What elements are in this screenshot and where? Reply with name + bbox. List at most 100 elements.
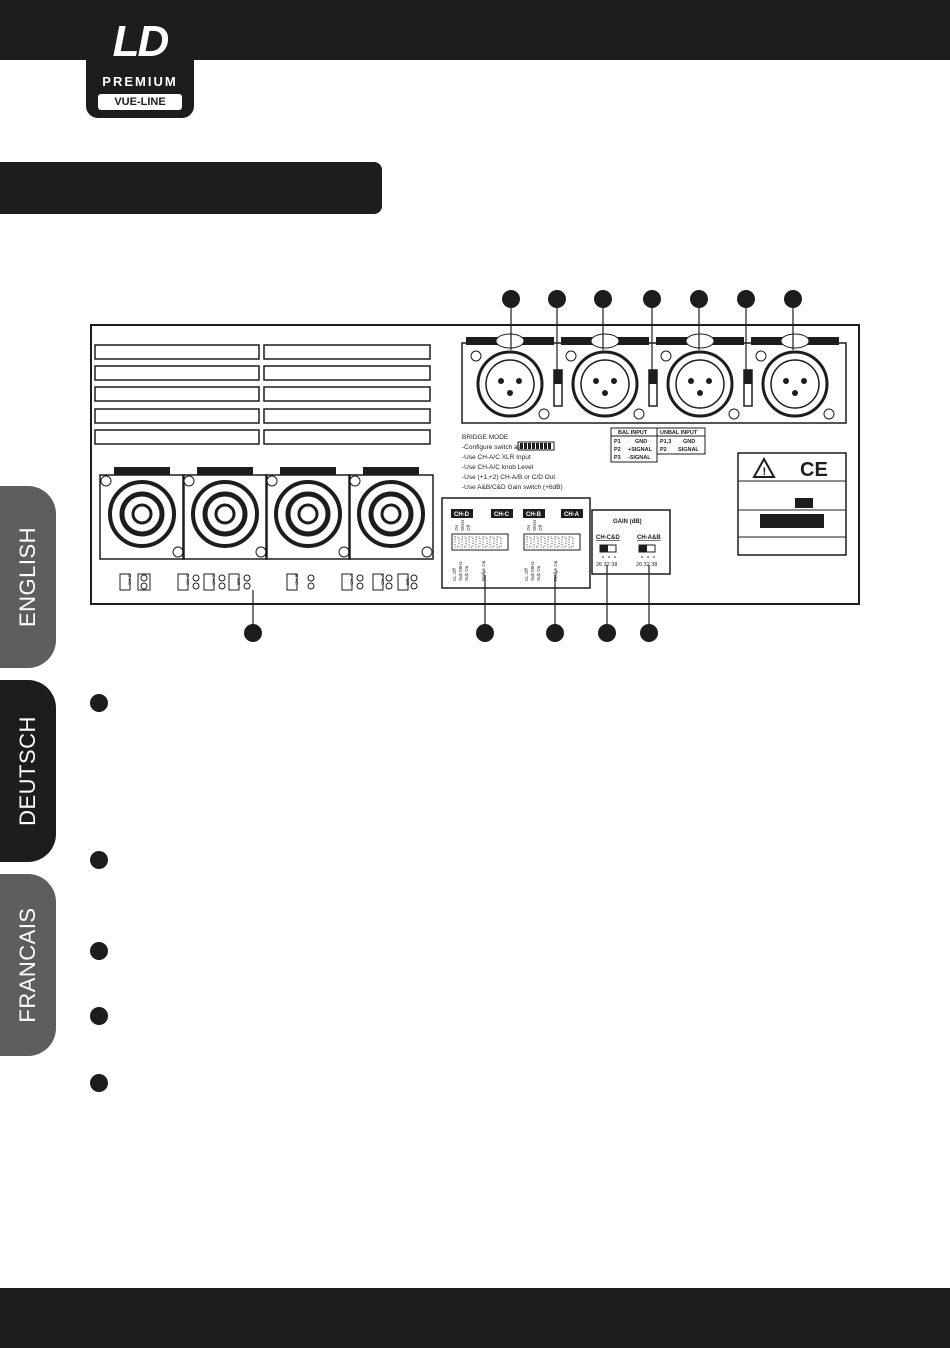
link-switch-3 [743,369,753,407]
bridge-mode-title: BRIDGE MODE [462,434,509,441]
dip-label-ch-d: CH-D [454,512,470,518]
unbal-input-title: UNBAL INPUT [660,430,698,436]
gain-cd-label: CH-C&D [596,535,620,541]
dip-label-ch-c: CH-C [494,512,510,518]
dip-bottom-sub50-2: Sub 50Hz [530,560,535,581]
dip-switch-panel: CH-D CH-C CH-B CH-A On SKHz Off On SKHz … [441,497,591,589]
bal-p2-val: +SIGNAL [628,447,653,453]
logo-line-premium: PREMIUM [102,74,178,89]
bal-p3: P3 [614,455,621,461]
dip-bottom-bridge-2: Bridge On [553,560,558,581]
bullet-1 [90,694,108,712]
logo-brand: LD [112,17,170,66]
callout-bottom-dip-ab [546,624,564,642]
bridge-line-5: -Use A&B/C&D Gain switch (+6dB) [462,484,563,491]
bridge-line-3: -Use CH-A/C knob Level [462,464,534,471]
dip-top-off-2: Off [538,524,543,531]
callout-bottom-gain-ab [640,624,658,642]
callout-bottom-dip-cd [476,624,494,642]
gain-ab-label: CH-A&B [637,535,661,541]
warning-ce-label: ! CE [737,452,847,556]
bridge-line-1: -Configure switch as [462,444,522,451]
unbal-p2: P2 [660,447,667,453]
gain-switch-cd [599,544,617,553]
bridge-line-2: -Use CH-A/C XLR Input [462,454,531,461]
unbal-p2-val: SIGNAL [678,447,699,453]
speakon-output-3 [265,467,351,560]
speakon-outputs [99,467,434,560]
bullet-4 [90,1007,108,1025]
logo-line-vueline: VUE-LINE [98,94,182,110]
terminal-label-ch-c-2: CH-C [211,573,216,585]
bullet-5 [90,1074,108,1092]
speakon-output-4 [348,467,434,560]
bullet-2 [90,851,108,869]
dip-bottom-subon-1: Sub On [464,565,469,581]
tab-francais[interactable]: FRANCAIS [0,874,56,1056]
speakon-output-1 [99,467,185,560]
callout-top-4 [643,290,661,308]
dip-label-ch-b: CH-B [526,512,542,518]
terminal-label-ch-b: CH-B [294,574,299,585]
bal-input-title: BAL INPUT [618,430,648,436]
terminal-label-ch-a: CH-A [349,574,354,585]
dip-bottom-sub50-1: Sub 50Hz [458,560,463,581]
tab-deutsch[interactable]: DEUTSCH [0,680,56,862]
tab-english[interactable]: ENGLISH [0,486,56,668]
dip-top-off-1: Off [466,524,471,531]
ld-logo: LD PREMIUM VUE-LINE [86,12,194,118]
callout-top-7 [784,290,802,308]
bal-p2: P2 [614,447,621,453]
dip-top-on-1: On [454,524,459,531]
link-switch-1 [553,369,563,407]
gain-ab-values: 26 32 38 [636,562,657,568]
unbal-input-table: UNBAL INPUT P1,3 GND P2 SIGNAL [656,427,706,455]
spec-label-boxes [94,344,431,445]
dip-bottom-bridge: Bridge On [481,560,486,581]
dip-bank-right [523,533,581,551]
callout-bottom-gain-cd [598,624,616,642]
callout-top-6 [737,290,755,308]
xlr-input-3 [656,333,744,420]
xlr-input-block [461,333,847,424]
rear-panel-diagram: BRIDGE MODE -Configure switch as -Use CH… [90,324,860,605]
dip-top-5khz-2: SKHz [532,519,537,531]
callout-top-3 [594,290,612,308]
bal-p1: P1 [614,439,621,445]
terminal-label-bri-1: BRI [236,577,241,585]
bridge-line-4: -Use (+1,+2) CH-A/B or C/D Out [462,474,555,481]
bal-p3-val: -SIGNAL [628,455,651,461]
dip-bottom-cl-2: CL Off [524,567,529,581]
tab-francais-label: FRANCAIS [15,907,40,1023]
xlr-input-1 [466,333,554,420]
warning-triangle-icon [752,456,776,478]
dip-bottom-subon-2: Sub On [536,565,541,581]
dip-bottom-labels: CL Off Sub 50Hz Sub On Bridge On CL Off … [452,560,558,581]
dip-label-ch-a: CH-A [564,512,580,518]
speakon-terminal-text: CH-D CH-C CH-C BRI CH-B CH-A CH-A BRI [127,573,410,585]
callout-leader-lines [252,308,794,624]
callout-top-2 [548,290,566,308]
bal-p1-val: GND [635,439,647,445]
terminal-label-ch-c: CH-C [185,573,190,585]
callout-top-5 [690,290,708,308]
speakon-output-2 [182,467,268,560]
terminal-label-ch-d: CH-D [127,573,132,585]
tab-deutsch-label: DEUTSCH [15,716,40,826]
dip-bottom-cl-1: CL Off [452,567,457,581]
bullet-3 [90,942,108,960]
xlr-input-4 [751,333,839,420]
gain-title: GAIN (dB) [613,519,642,525]
gain-switch-ab [638,544,656,553]
dip-top-5khz-1: SKHz [460,519,465,531]
xlr-input-2 [561,333,649,420]
unbal-p13: P1,3 [660,439,671,445]
dip-top-on-2: On [526,524,531,531]
dip-bank-left [451,533,509,551]
section-title-bar [0,162,382,214]
speakon-terminal-labels [119,573,418,591]
link-switch-2 [648,369,658,407]
bottom-footer-bar [0,1288,950,1348]
callout-top-1 [502,290,520,308]
unbal-p13-val: GND [683,439,695,445]
